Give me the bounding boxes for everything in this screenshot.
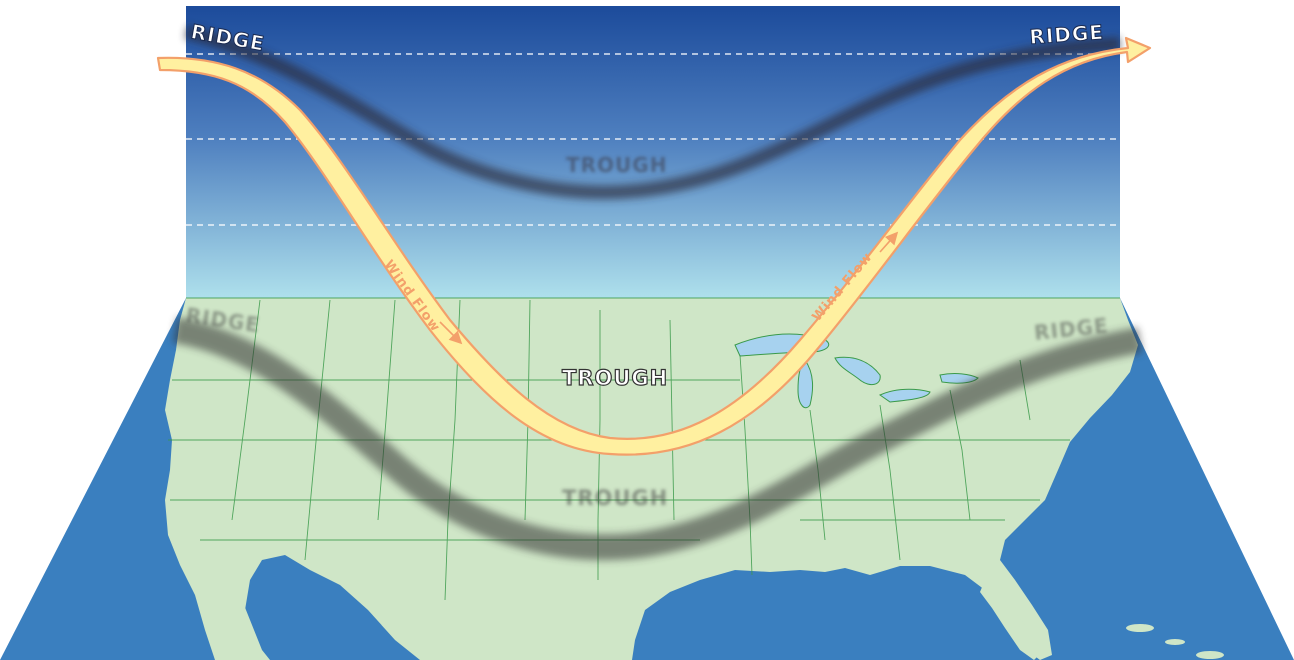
trough-label-upper-shadow: TROUGH <box>566 153 667 177</box>
ridge-label-upper-right: RIDGE <box>1029 20 1105 49</box>
baja-peninsula <box>218 560 270 660</box>
trough-label-map-shadow: TROUGH <box>562 486 668 510</box>
wind-flow-arrow-right <box>879 231 899 253</box>
sky-shadow-band <box>184 25 1121 200</box>
jet-stream-band <box>156 36 1152 456</box>
state-boundaries <box>168 297 1120 601</box>
map-shadow-band <box>172 317 1143 561</box>
land-mass <box>165 298 1138 660</box>
latitude-lines <box>186 53 1120 226</box>
trough-label-main: TROUGH <box>562 366 668 390</box>
wind-flow-arrow-left <box>439 321 463 345</box>
florida <box>980 580 1042 660</box>
caribbean-islands <box>1126 624 1224 659</box>
